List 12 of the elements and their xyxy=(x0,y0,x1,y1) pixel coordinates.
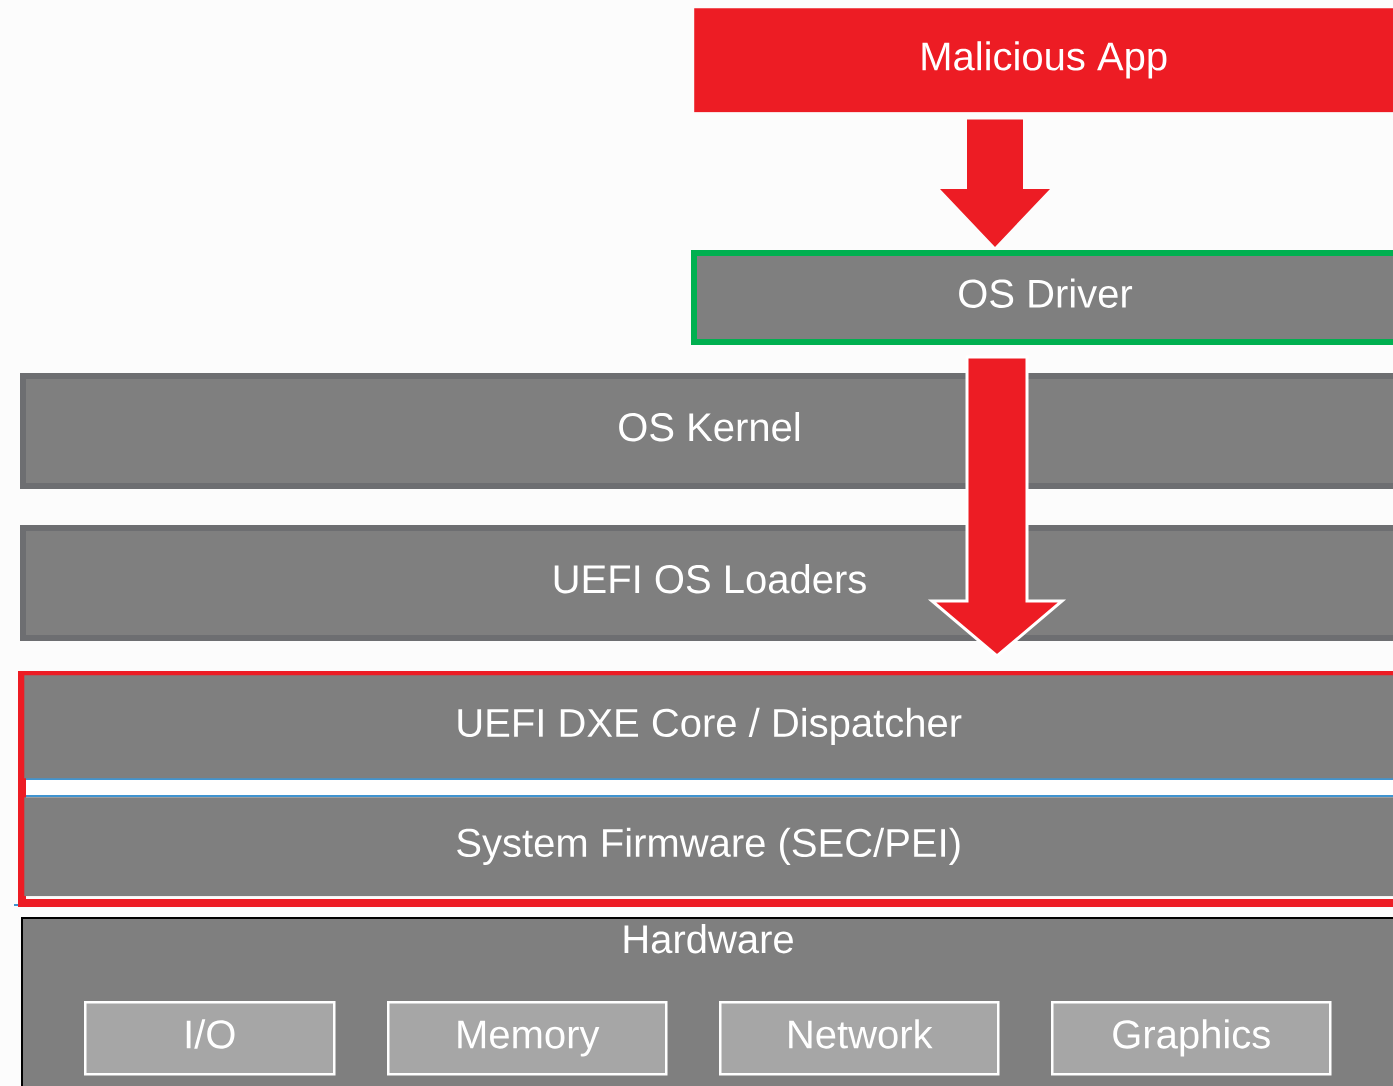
component-box: Network xyxy=(719,1001,1000,1076)
arrow xyxy=(940,119,1050,247)
layer-box: System Firmware (SEC/PEI) xyxy=(24,797,1393,897)
layer-box: UEFI DXE Core / Dispatcher xyxy=(24,675,1393,779)
component-box: Memory xyxy=(387,1001,668,1076)
component-box: I/O xyxy=(84,1001,336,1076)
layer-box: OS Kernel xyxy=(20,373,1393,489)
app-box: Malicious App xyxy=(694,8,1393,113)
component-box: Graphics xyxy=(1051,1001,1332,1076)
firmware-group-box xyxy=(18,671,1393,907)
driver-box: OS Driver xyxy=(691,250,1393,345)
layer-box: UEFI OS Loaders xyxy=(20,525,1393,641)
